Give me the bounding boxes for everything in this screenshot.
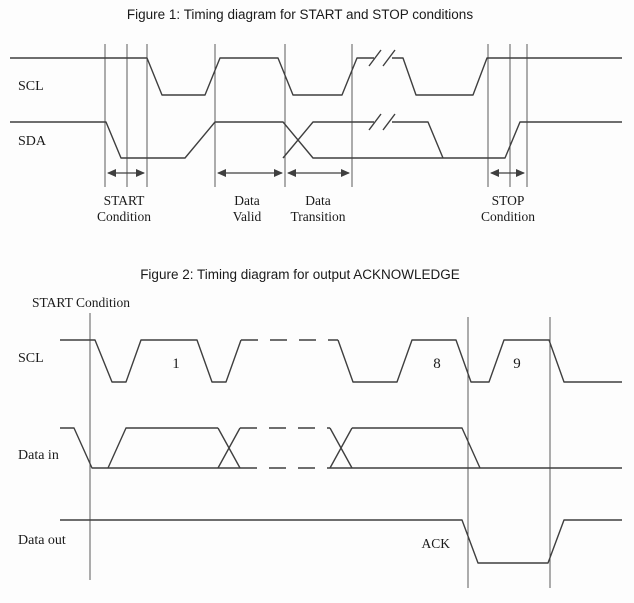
figure2-data-in-label: Data in <box>18 448 59 463</box>
figure1-start-stop-diagram: Figure 1: Timing diagram for START and S… <box>10 7 622 224</box>
figure2-title: Figure 2: Timing diagram for output ACKN… <box>140 267 460 282</box>
figure2-scl-waveform-left <box>60 339 242 383</box>
figure1-stop-label-line1: STOP <box>492 193 525 208</box>
figure1-data-transition-label-line1: Data <box>305 193 330 208</box>
figure2-data-in-crossover-right <box>329 427 353 469</box>
figure1-marker-lines <box>104 44 528 187</box>
figure1-scl-waveform <box>10 57 622 96</box>
figure2-data-out-waveform <box>60 519 622 564</box>
figure1-sda-break-icon <box>368 113 396 131</box>
figure1-data-valid-label-line1: Data <box>234 193 259 208</box>
figure2-ack-label: ACK <box>421 536 450 551</box>
figure2-scl-waveform-right <box>337 339 622 383</box>
figure1-data-valid-label-line2: Valid <box>233 209 262 224</box>
figure1-title: Figure 1: Timing diagram for START and S… <box>127 7 473 22</box>
figure2-start-condition-label: START Condition <box>32 295 130 310</box>
figure2-clock8-number: 8 <box>433 356 441 372</box>
figure2-data-in-bit1-top <box>107 427 218 469</box>
figure1-start-label-line2: Condition <box>97 209 151 224</box>
figure1-scl-label: SCL <box>18 79 44 94</box>
figure2-data-in-crossover-left <box>217 427 241 469</box>
figure2-data-in-start-fall <box>60 427 240 469</box>
figure1-scl-break-icon <box>368 49 396 67</box>
figure2-scl-label: SCL <box>18 351 44 366</box>
figure2-marker-lines <box>89 313 551 588</box>
figure1-data-transition-label-line2: Transition <box>290 209 345 224</box>
figure2-acknowledge-diagram: Figure 2: Timing diagram for output ACKN… <box>18 267 622 588</box>
figure2-clock9-number: 9 <box>513 356 521 372</box>
figure2-clock1-number: 1 <box>172 356 180 372</box>
figure1-start-label-line1: START <box>104 193 146 208</box>
figure2-data-out-label: Data out <box>18 533 66 548</box>
figure1-sda-label: SDA <box>18 134 47 149</box>
figure1-stop-label-line2: Condition <box>481 209 535 224</box>
figure1-sda-transition-branch <box>282 121 444 159</box>
figure2-data-in-bit8-top <box>352 427 481 469</box>
figure1-sda-waveform <box>10 121 622 159</box>
